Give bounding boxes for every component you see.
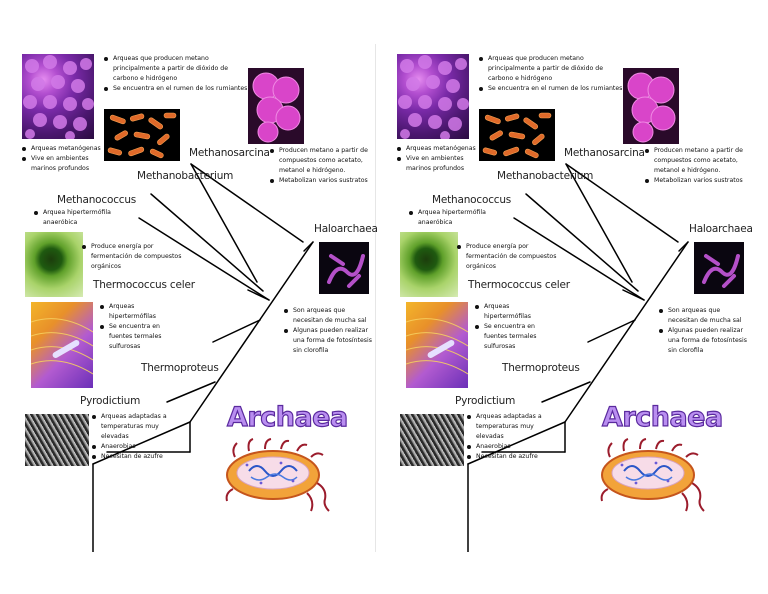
notes-methanosarcina: Producen metano a partir de compuestos c… — [644, 146, 744, 186]
list-item: Produce energía por fermentación de comp… — [456, 242, 566, 272]
list-item: Anaerobias — [91, 442, 179, 452]
list-item: Se encuentra en fuentes termales sulfuro… — [99, 322, 177, 352]
methanobacterium-micrograph — [104, 109, 180, 161]
list-item: Necesitan de azufre — [466, 452, 554, 462]
list-item: Se encuentra en fuentes termales sulfuro… — [474, 322, 552, 352]
list-item: Arqueas hipertermófilas — [99, 302, 177, 322]
pyrodictium-micrograph — [400, 414, 464, 466]
methanogen-micrograph — [22, 54, 94, 139]
notes-metano-co2: Arqueas que producen metano principalmen… — [478, 54, 626, 94]
label-haloarchaea: Haloarchaea — [314, 223, 378, 235]
list-item: Metabolizan varios sustratos — [644, 176, 744, 186]
notes-pyrodictium: Arqueas adaptadas a temperaturas muy ele… — [91, 412, 179, 462]
archaea-cell-illustration — [596, 437, 708, 515]
methanogen-micrograph — [397, 54, 469, 139]
list-item: Produce energía por fermentación de comp… — [81, 242, 191, 272]
page-title: Archaea — [601, 401, 723, 433]
notes-methanosarcina: Producen metano a partir de compuestos c… — [269, 146, 369, 186]
haloarchaea-micrograph — [694, 242, 744, 294]
list-item: Algunas pueden realizar una forma de fot… — [658, 326, 748, 356]
thermococcus-micrograph — [31, 302, 93, 388]
notes-thermoproteus: Arqueas hipertermófilas Se encuentra en … — [99, 302, 177, 352]
label-methanobacterium: Methanobacterium — [137, 170, 234, 182]
label-haloarchaea: Haloarchaea — [689, 223, 753, 235]
notes-thermoproteus: Arqueas hipertermófilas Se encuentra en … — [474, 302, 552, 352]
label-methanococcus: Methanococcus — [432, 194, 512, 206]
methanococcus-micrograph — [25, 232, 83, 297]
methanosarcina-micrograph — [623, 68, 679, 144]
list-item: Se encuentra en el rumen de los rumiante… — [478, 84, 626, 94]
label-methanobacterium: Methanobacterium — [497, 170, 594, 182]
phylogenetic-tree — [92, 163, 314, 552]
phylogeny-panel-right: Archaea Methanosarcina Methanobacterium … — [392, 44, 753, 552]
notes-methanococcus: Arquea hipertermófila anaeróbica — [33, 208, 113, 228]
thermococcus-micrograph — [406, 302, 468, 388]
notes-methanococcus: Arquea hipertermófila anaeróbica — [408, 208, 488, 228]
phylogenetic-tree — [467, 163, 689, 552]
pyrodictium-micrograph — [25, 414, 89, 466]
notes-haloarchaea: Son arqueas que necesitan de mucha sal A… — [283, 306, 373, 356]
phylogeny-panel-left: Archaea Methanosarcina Methanobacterium … — [17, 44, 378, 552]
list-item: Arqueas que producen metano principalmen… — [478, 54, 626, 84]
list-item: Anaerobias — [466, 442, 554, 452]
list-item: Arqueas adaptadas a temperaturas muy ele… — [466, 412, 554, 442]
notes-metanogenas: Arqueas metanógenas Vive en ambientes ma… — [396, 144, 482, 174]
notes-thermococcus: Produce energía por fermentación de comp… — [81, 242, 191, 272]
notes-metanogenas: Arqueas metanógenas Vive en ambientes ma… — [21, 144, 107, 174]
list-item: Arqueas hipertermófilas — [474, 302, 552, 322]
methanococcus-micrograph — [400, 232, 458, 297]
label-pyrodictium: Pyrodictium — [80, 395, 141, 407]
list-item: Arqueas metanógenas — [21, 144, 107, 154]
list-item: Son arqueas que necesitan de mucha sal — [283, 306, 373, 326]
list-item: Producen metano a partir de compuestos c… — [269, 146, 369, 176]
list-item: Arqueas metanógenas — [396, 144, 482, 154]
label-methanosarcina: Methanosarcina — [189, 147, 270, 159]
list-item: Vive en ambientes marinos profundos — [21, 154, 107, 174]
label-thermococcus: Thermococcus celer — [468, 279, 570, 291]
list-item: Arqueas adaptadas a temperaturas muy ele… — [91, 412, 179, 442]
list-item: Producen metano a partir de compuestos c… — [644, 146, 744, 176]
list-item: Arquea hipertermófila anaeróbica — [408, 208, 488, 228]
list-item: Metabolizan varios sustratos — [269, 176, 369, 186]
archaea-cell-illustration — [221, 437, 333, 515]
list-item: Son arqueas que necesitan de mucha sal — [658, 306, 748, 326]
label-pyrodictium: Pyrodictium — [455, 395, 516, 407]
label-thermoproteus: Thermoproteus — [502, 362, 580, 374]
notes-thermococcus: Produce energía por fermentación de comp… — [456, 242, 566, 272]
label-thermococcus: Thermococcus celer — [93, 279, 195, 291]
notes-haloarchaea: Son arqueas que necesitan de mucha sal A… — [658, 306, 748, 356]
list-item: Vive en ambientes marinos profundos — [396, 154, 482, 174]
page-title: Archaea — [226, 401, 348, 433]
label-thermoproteus: Thermoproteus — [141, 362, 219, 374]
methanobacterium-micrograph — [479, 109, 555, 161]
list-item: Necesitan de azufre — [91, 452, 179, 462]
page-divider — [375, 44, 376, 552]
methanosarcina-micrograph — [248, 68, 304, 144]
list-item: Arquea hipertermófila anaeróbica — [33, 208, 113, 228]
label-methanosarcina: Methanosarcina — [564, 147, 645, 159]
haloarchaea-micrograph — [319, 242, 369, 294]
notes-metano-co2: Arqueas que producen metano principalmen… — [103, 54, 251, 94]
list-item: Arqueas que producen metano principalmen… — [103, 54, 251, 84]
list-item: Se encuentra en el rumen de los rumiante… — [103, 84, 251, 94]
label-methanococcus: Methanococcus — [57, 194, 137, 206]
list-item: Algunas pueden realizar una forma de fot… — [283, 326, 373, 356]
notes-pyrodictium: Arqueas adaptadas a temperaturas muy ele… — [466, 412, 554, 462]
